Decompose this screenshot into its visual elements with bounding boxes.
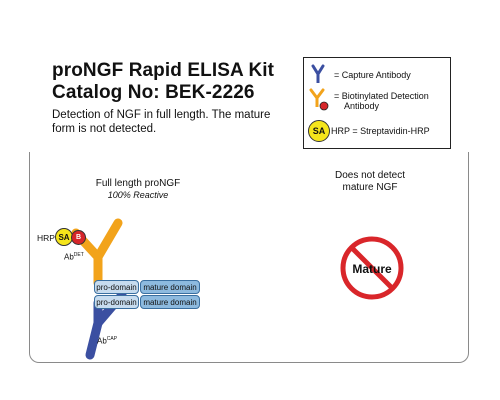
pro-domain-block: pro-domain xyxy=(94,280,139,294)
mature-domain-block: mature domain xyxy=(140,280,200,294)
legend-hrp-label: HRP = Streptavidin-HRP xyxy=(331,126,430,136)
pro-domain-block: pro-domain xyxy=(94,295,139,309)
streptavidin-icon: SA xyxy=(308,120,330,142)
ab-cap-label: AbCAP xyxy=(97,336,118,346)
catalog-number: Catalog No: BEK-2226 xyxy=(52,82,255,103)
prohibited-icon xyxy=(340,236,404,300)
biotin-icon: B xyxy=(71,230,86,245)
mature-label: Mature xyxy=(352,262,392,276)
page-title: proNGF Rapid ELISA Kit xyxy=(52,60,275,81)
legend-capture-label: = Capture Antibody xyxy=(334,70,411,80)
no-detect-caption-cont: mature NGF xyxy=(342,182,398,193)
capture-antibody-stem xyxy=(85,318,103,360)
ab-det-label: AbDET xyxy=(64,252,84,262)
hrp-label: HRP xyxy=(37,233,55,243)
legend-box: = Capture Antibody = Biotinylated Detect… xyxy=(303,57,451,149)
full-length-caption: Full length proNGF xyxy=(95,178,181,189)
legend-biotin-label-cont: Antibody xyxy=(344,101,380,111)
mature-domain-block: mature domain xyxy=(140,295,200,309)
capture-antibody-icon xyxy=(311,64,325,83)
detection-antibody-arm xyxy=(93,218,123,262)
legend-biotin-label: = Biotinylated Detection xyxy=(334,91,429,101)
no-detect-caption: Does not detect xyxy=(334,170,406,181)
description-text: Detection of NGF in full length. The mat… xyxy=(52,109,271,135)
biotinylated-antibody-icon xyxy=(309,88,329,111)
reactive-caption: 100% Reactive xyxy=(107,190,169,200)
assay-panel-frame xyxy=(29,152,469,363)
